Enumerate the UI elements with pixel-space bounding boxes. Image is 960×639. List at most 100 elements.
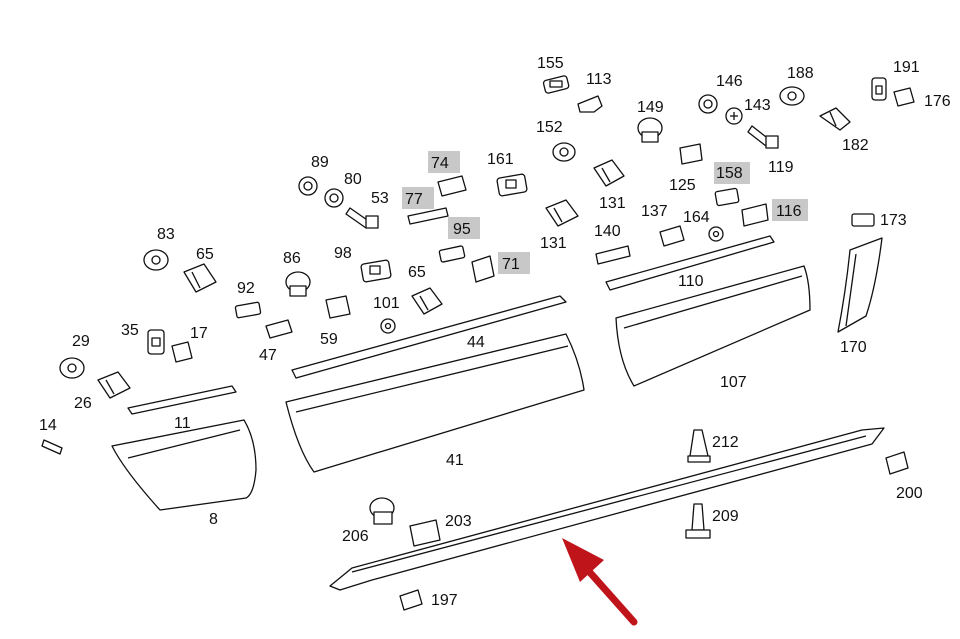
bracket-35: [147, 329, 165, 355]
door-moulding-41: [285, 333, 585, 473]
label-95: 95: [453, 221, 471, 238]
fender-moulding-170: [837, 237, 883, 333]
label-8: 8: [209, 511, 218, 528]
label-98: 98: [334, 245, 352, 262]
clip-161: [496, 173, 528, 197]
label-74: 74: [431, 155, 449, 172]
strip-110: [605, 235, 775, 291]
screw-119: [747, 125, 779, 149]
label-53: 53: [371, 190, 389, 207]
label-17: 17: [190, 325, 208, 342]
clip-200: [885, 451, 909, 475]
label-26: 26: [74, 395, 92, 412]
grommet-80: [324, 188, 344, 208]
plug-206: [369, 497, 395, 525]
label-191: 191: [893, 59, 920, 76]
plug-149: [637, 117, 663, 143]
grommet-146: [698, 94, 718, 114]
clip-47: [265, 319, 293, 339]
bracket-191: [871, 77, 887, 101]
screw-53: [345, 207, 379, 229]
clip-203: [409, 519, 441, 547]
washer-101: [380, 318, 396, 334]
strip-44: [291, 295, 567, 379]
label-164: 164: [683, 209, 710, 226]
label-197: 197: [431, 592, 458, 609]
label-113: 113: [586, 71, 612, 88]
label-86: 86: [283, 250, 301, 267]
strip-140: [595, 245, 631, 265]
label-143: 143: [744, 97, 771, 114]
nut-125: [679, 143, 703, 165]
highlight-boxes: [402, 151, 808, 274]
label-149: 149: [637, 99, 664, 116]
label-11: 11: [174, 415, 191, 432]
clip-65b: [411, 287, 443, 315]
label-131a: 131: [599, 195, 626, 212]
washer-164: [708, 226, 724, 242]
clip-95: [438, 245, 466, 263]
clip-137: [659, 225, 685, 247]
plug-83: [143, 249, 169, 271]
plug-188: [779, 86, 805, 106]
clip-158: [714, 187, 740, 207]
label-41: 41: [446, 452, 464, 469]
label-206: 206: [342, 528, 369, 545]
label-188: 188: [787, 65, 814, 82]
label-125: 125: [669, 177, 696, 194]
rivet-212: [687, 429, 711, 463]
screw-209: [685, 503, 711, 539]
label-155: 155: [537, 55, 564, 72]
label-140: 140: [594, 223, 621, 240]
strip-77: [407, 207, 449, 225]
label-29: 29: [72, 333, 90, 350]
door-moulding-107: [615, 265, 811, 387]
label-59: 59: [320, 331, 338, 348]
label-47: 47: [259, 347, 277, 364]
clip-17: [171, 341, 193, 363]
label-80: 80: [344, 171, 362, 188]
clip-71: [471, 255, 495, 283]
label-77: 77: [405, 191, 423, 208]
label-110: 110: [678, 273, 704, 290]
clip-197: [399, 589, 423, 611]
strip-11: [127, 385, 237, 415]
label-119: 119: [768, 159, 794, 176]
label-161: 161: [487, 151, 514, 168]
label-14: 14: [39, 417, 57, 434]
clip-65a: [183, 263, 217, 293]
part-labels: 155 113 146 188 191 176 149 143 152 182 …: [39, 55, 951, 609]
clip-92: [234, 301, 262, 319]
label-92: 92: [237, 280, 255, 297]
grommet-89: [298, 176, 318, 196]
label-65b: 65: [408, 264, 426, 281]
label-170: 170: [840, 339, 867, 356]
clip-131b: [545, 199, 579, 227]
label-209: 209: [712, 508, 739, 525]
label-65a: 65: [196, 246, 214, 263]
label-176: 176: [924, 93, 951, 110]
label-107: 107: [720, 374, 747, 391]
clip-26: [97, 371, 131, 399]
label-101: 101: [373, 295, 400, 312]
label-200: 200: [896, 485, 923, 502]
label-212: 212: [712, 434, 739, 451]
label-83: 83: [157, 226, 175, 243]
label-203: 203: [445, 513, 472, 530]
label-158: 158: [716, 165, 743, 182]
clip-155: [542, 75, 570, 94]
label-146: 146: [716, 73, 743, 90]
rivet-14: [41, 439, 63, 455]
label-173: 173: [880, 212, 907, 229]
plug-152: [552, 142, 576, 162]
plug-29: [59, 357, 85, 379]
label-116: 116: [776, 203, 802, 220]
clip-74: [437, 175, 467, 197]
clip-116: [741, 203, 769, 227]
plug-86: [285, 271, 311, 297]
label-137: 137: [641, 203, 668, 220]
clip-131a: [593, 159, 625, 187]
label-152: 152: [536, 119, 563, 136]
clip-182: [819, 107, 851, 131]
